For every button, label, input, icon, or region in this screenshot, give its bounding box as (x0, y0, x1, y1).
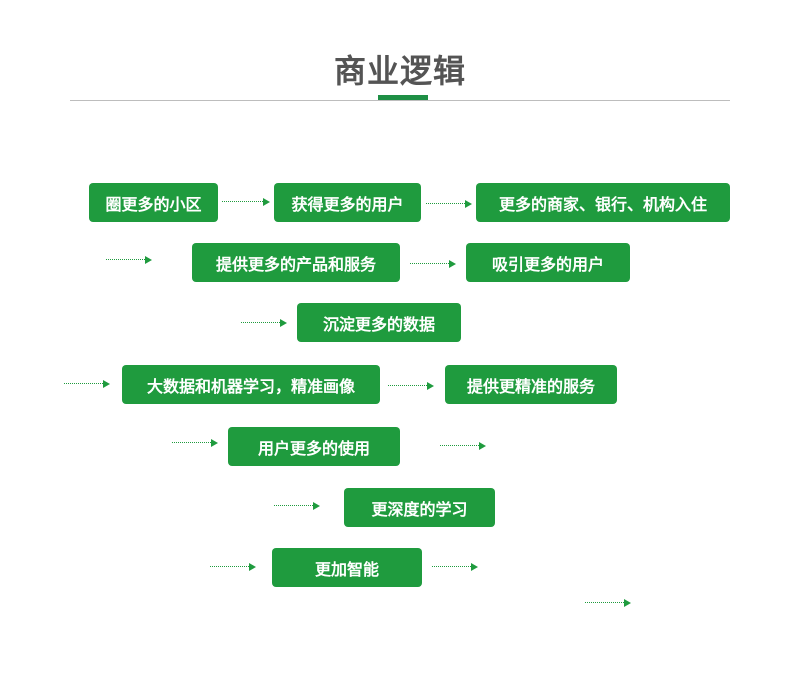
title-divider (70, 100, 730, 101)
node-box: 圈更多的小区 (89, 183, 218, 222)
arrow-right-icon (410, 260, 456, 268)
arrow-right-icon (388, 382, 434, 390)
arrow-right-icon (210, 563, 256, 571)
node-box: 获得更多的用户 (274, 183, 421, 222)
arrow-right-icon (106, 256, 152, 264)
node-box: 更多的商家、银行、机构入住 (476, 183, 730, 222)
arrow-right-icon (426, 200, 472, 208)
node-box: 提供更多的产品和服务 (192, 243, 400, 282)
node-box: 更深度的学习 (344, 488, 495, 527)
title-accent-bar (378, 95, 428, 100)
node-box: 提供更精准的服务 (445, 365, 617, 404)
arrow-right-icon (172, 439, 218, 447)
page-title: 商业逻辑 (333, 52, 466, 90)
node-box: 用户更多的使用 (228, 427, 400, 466)
arrow-right-icon (432, 563, 478, 571)
node-box: 更加智能 (272, 548, 422, 587)
node-box: 大数据和机器学习，精准画像 (122, 365, 380, 404)
arrow-right-icon (585, 599, 631, 607)
arrow-right-icon (222, 198, 270, 206)
arrow-right-icon (64, 380, 110, 388)
arrow-right-icon (440, 442, 486, 450)
arrow-right-icon (274, 502, 320, 510)
node-box: 吸引更多的用户 (466, 243, 630, 282)
arrow-right-icon (241, 319, 287, 327)
node-box: 沉淀更多的数据 (297, 303, 461, 342)
